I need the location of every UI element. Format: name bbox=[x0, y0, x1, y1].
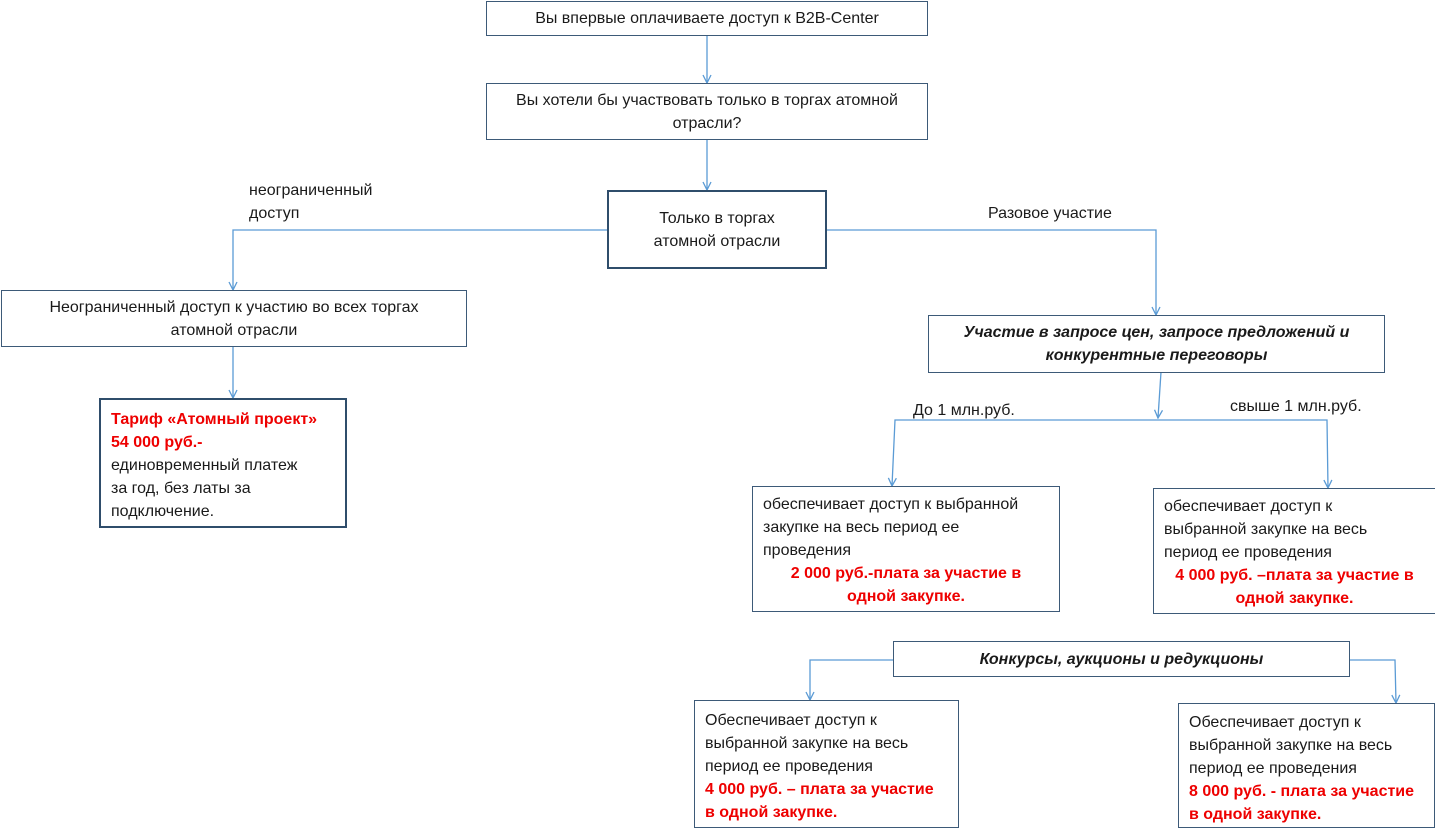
auction-low-desc-line2: выбранной закупке на весь bbox=[705, 735, 909, 752]
edge-label-single: Разовое участие bbox=[988, 205, 1112, 222]
tariff-desc-line1: единовременный платеж bbox=[111, 457, 298, 474]
edge-quotes-split bbox=[1158, 371, 1161, 418]
auction-high-price-line1: 8 000 руб. - плата за участие bbox=[1189, 783, 1415, 800]
auction-low-desc-line1: Обеспечивает доступ к bbox=[705, 712, 877, 729]
tariff-price: 54 000 руб.- bbox=[111, 434, 203, 451]
quote-low-desc-line3: проведения bbox=[763, 542, 851, 559]
quote-low-desc-line2: закупке на весь период ее bbox=[763, 519, 960, 536]
quotes-line1: Участие в запросе цен, запросе предложен… bbox=[963, 324, 1350, 341]
unlimited-node: Неограниченный доступ к участию во всех … bbox=[1, 290, 467, 347]
atom-only-node: Только в торгах атомной отрасли bbox=[607, 190, 827, 269]
auction-high-desc-line1: Обеспечивает доступ к bbox=[1189, 714, 1361, 731]
edge-label-unlimited-line2: доступ bbox=[249, 205, 300, 222]
auction-low-node: Обеспечивает доступ к выбранной закупке … bbox=[694, 700, 959, 828]
tariff-desc-line3: подключение. bbox=[111, 503, 215, 520]
question-node-line1: Вы хотели бы участвовать только в торгах… bbox=[516, 91, 898, 109]
edge-split-to-quote-low bbox=[892, 419, 1158, 486]
auction-high-desc-line3: период ее проведения bbox=[1189, 760, 1357, 777]
auction-low-price-line2: в одной закупке. bbox=[705, 804, 838, 821]
edge-auctions-to-auction-low bbox=[810, 659, 893, 700]
quote-low-price-line2: одной закупке. bbox=[847, 588, 965, 605]
start-node-text: Вы впервые оплачиваете доступ к B2B-Cent… bbox=[535, 10, 879, 27]
quote-high-desc-line3: период ее проведения bbox=[1164, 544, 1332, 561]
quote-high-desc-line1: обеспечивает доступ к bbox=[1164, 498, 1333, 515]
start-node: Вы впервые оплачиваете доступ к B2B-Cent… bbox=[486, 1, 928, 36]
auctions-node: Конкурсы, аукционы и редукционы bbox=[893, 641, 1350, 677]
edge-atom-only-to-quotes bbox=[827, 229, 1156, 315]
quote-high-price-line1: 4 000 руб. –плата за участие в bbox=[1175, 567, 1414, 584]
unlimited-line2: атомной отрасли bbox=[170, 321, 298, 339]
edge-label-over-1m: свыше 1 млн.руб. bbox=[1230, 398, 1362, 415]
edge-atom-only-to-unlimited bbox=[233, 229, 607, 290]
auction-high-price-line2: в одной закупке. bbox=[1189, 806, 1322, 823]
question-node-line2: отрасли? bbox=[672, 114, 742, 132]
tariff-name: Тариф «Атомный проект» bbox=[111, 411, 318, 428]
question-node: Вы хотели бы участвовать только в торгах… bbox=[486, 83, 928, 140]
tariff-node: Тариф «Атомный проект» 54 000 руб.- един… bbox=[99, 398, 347, 528]
atom-only-line1: Только в торгах bbox=[659, 209, 775, 227]
unlimited-line1: Неограниченный доступ к участию во всех … bbox=[49, 298, 419, 316]
auction-low-price-line1: 4 000 руб. – плата за участие bbox=[705, 781, 934, 798]
auction-low-desc-line3: период ее проведения bbox=[705, 758, 873, 775]
quote-low-desc-line1: обеспечивает доступ к выбранной bbox=[763, 496, 1019, 513]
tariff-desc-line2: за год, без латы за bbox=[111, 480, 251, 497]
edge-label-unlimited: неограниченный доступ bbox=[249, 179, 372, 225]
auction-high-node: Обеспечивает доступ к выбранной закупке … bbox=[1178, 703, 1435, 828]
edge-label-unlimited-line1: неограниченный bbox=[249, 182, 373, 199]
atom-only-line2: атомной отрасли bbox=[653, 232, 781, 250]
auction-high-desc-line2: выбранной закупке на весь bbox=[1189, 737, 1393, 754]
edge-label-up-to-1m: До 1 млн.руб. bbox=[913, 402, 1015, 419]
edge-split-to-quote-high bbox=[1158, 419, 1328, 488]
quote-high-desc-line2: выбранной закупке на весь bbox=[1164, 521, 1368, 538]
quotes-line2: конкурентные переговоры bbox=[1045, 347, 1268, 364]
quotes-node: Участие в запросе цен, запросе предложен… bbox=[928, 315, 1385, 373]
auctions-text: Конкурсы, аукционы и редукционы bbox=[979, 650, 1264, 668]
quote-low-price-line1: 2 000 руб.-плата за участие в bbox=[790, 565, 1022, 582]
quote-high-price-line2: одной закупке. bbox=[1235, 590, 1354, 607]
edge-auctions-to-auction-high bbox=[1350, 659, 1396, 703]
quote-low-node: обеспечивает доступ к выбранной закупке … bbox=[752, 486, 1060, 612]
quote-high-node: обеспечивает доступ к выбранной закупке … bbox=[1153, 488, 1435, 614]
